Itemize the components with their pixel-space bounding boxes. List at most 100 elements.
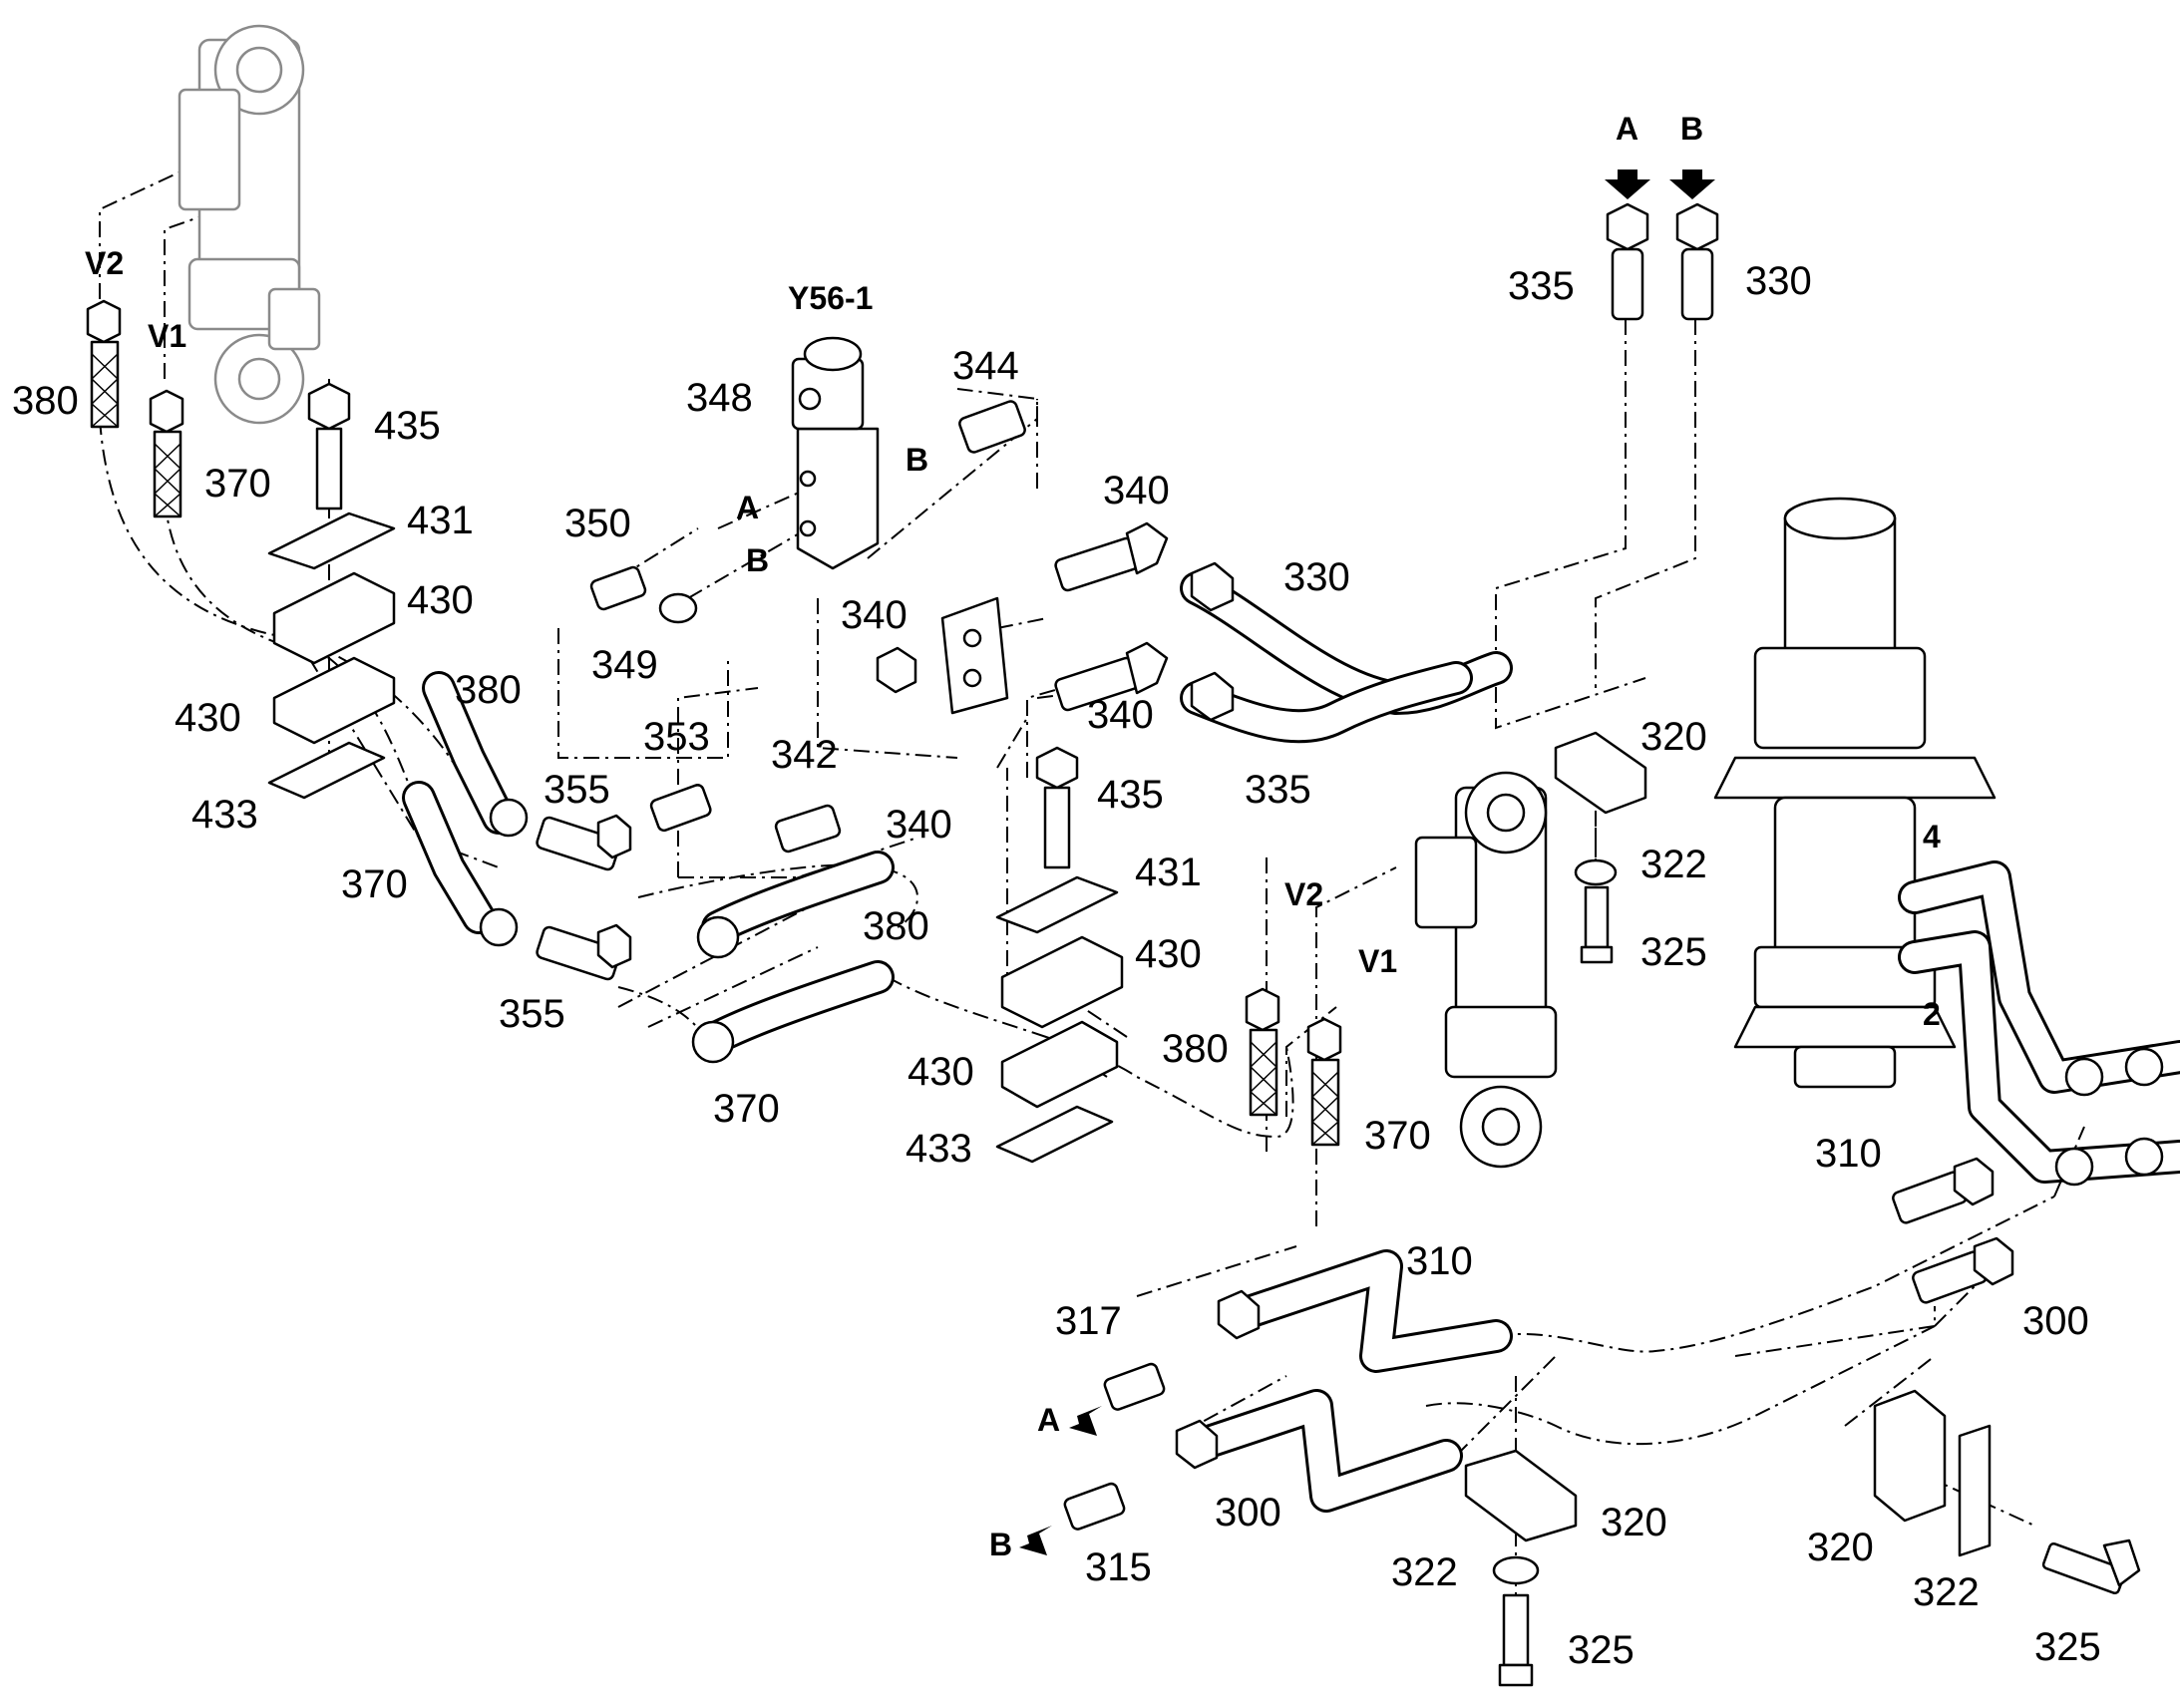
callout-310-bottom: 310 [1406,1239,1473,1283]
arrow-out-icon-a [1069,1406,1102,1436]
hose-370-lower [691,960,895,1064]
pipe-stub-335-top [1606,202,1649,321]
hose-fitting-370-right [1306,1017,1342,1147]
callout-340-lower: 340 [886,803,952,847]
callout-430-middle-lower: 430 [908,1050,974,1094]
arrow-down-icon-b [1669,170,1715,199]
tag-port-a-bottom: A [1037,1402,1060,1438]
callout-300-bottom: 300 [1215,1491,1281,1535]
pipe-335-upper [1180,661,1473,744]
callout-348: 348 [686,376,753,420]
clamp-320-bottom-right [1873,1389,1947,1523]
bolt-325-bottom-middle [1498,1593,1534,1687]
arrow-out-icon-b [1019,1526,1052,1555]
callout-430-middle-upper: 430 [1135,932,1202,976]
callout-380-lower-middle: 380 [863,904,929,948]
tag-valve-id: Y56-1 [788,280,873,316]
callout-435-middle: 435 [1097,773,1164,817]
bolt-325-upper [1580,885,1614,964]
callout-317: 317 [1055,1299,1122,1343]
tag-port-a-top: A [1616,111,1638,147]
callout-340-middle: 340 [1087,693,1154,737]
fitting-344 [958,400,1026,454]
tee-fitting-355-lower [536,923,632,981]
callout-335-top: 335 [1508,264,1575,308]
callout-325-upper: 325 [1640,930,1707,974]
callout-310-right: 310 [1815,1132,1882,1176]
fitting-317 [1103,1362,1166,1411]
tag-port-b-right: B [906,442,928,478]
callout-340-left: 340 [841,593,908,637]
callout-370-right: 370 [1364,1114,1431,1158]
callout-342: 342 [771,733,838,777]
callout-2: 2 [1923,996,1941,1032]
callout-433-middle: 433 [906,1127,972,1171]
plug-349 [658,592,698,624]
clamp-stack-middle [995,746,1124,1164]
callout-355-upper: 355 [544,768,610,812]
tag-port-a-valve: A [736,490,759,525]
washer-322-upper [1574,858,1618,886]
washer-322-bottom-middle [1492,1555,1540,1585]
callout-330-middle: 330 [1283,555,1350,599]
hose-fitting-380-right [1245,987,1280,1117]
callout-433-left: 433 [191,793,258,837]
tag-port-b-bottom: B [989,1527,1012,1562]
fitting-300-right [1912,1236,2014,1304]
solenoid-valve-y56-1 [791,336,880,570]
callout-431-left: 431 [407,499,474,542]
fitting-310-right [1892,1157,1995,1224]
callout-370-bottom-left: 370 [713,1087,780,1131]
callout-353: 353 [643,715,710,759]
hose-fitting-380-left [86,299,122,429]
tag-v2-left: V2 [85,245,124,281]
callout-380-right: 380 [1162,1027,1229,1071]
clamp-320-bottom-middle [1464,1449,1578,1542]
clamp-stack-left [267,382,396,800]
spacer-322-bottom-right [1958,1424,1992,1557]
port-tags: V2 V1 V2 V1 Y56-1 A B B A B A B [85,111,1703,1562]
callout-320-upper: 320 [1640,715,1707,759]
callout-430-left-upper: 430 [407,578,474,622]
callout-355-lower: 355 [499,992,565,1036]
callout-344: 344 [952,344,1019,388]
tee-fitting-355-upper [536,814,632,871]
arrow-down-icon-a [1605,170,1650,199]
callout-340-top: 340 [1103,469,1170,512]
hose-380-lower [696,851,895,959]
hydraulic-cylinder-middle-right [1414,771,1558,1169]
hose-fitting-370-left [149,389,184,518]
callout-350: 350 [564,502,631,545]
hose-370-middle [402,781,519,947]
fitting-315 [1063,1482,1126,1531]
callout-380-upper-left: 380 [12,379,79,423]
tag-v2-right: V2 [1284,876,1323,912]
pipe-310-bottom [1217,1249,1513,1373]
callout-300-right: 300 [2022,1299,2089,1343]
fitting-353 [649,784,712,833]
tag-port-b-top: B [1680,111,1703,147]
elbow-fitting-340-upper [1054,521,1169,592]
tag-v1-right: V1 [1358,943,1397,979]
callout-4: 4 [1923,819,1941,854]
fitting-350 [589,565,647,611]
callout-320-bottom-middle: 320 [1601,1501,1667,1544]
pipe-300-bottom [1175,1389,1463,1513]
tag-v1-left: V1 [148,318,186,354]
manifold-bracket [940,596,1009,715]
callout-349: 349 [591,643,658,687]
tag-port-b-valve: B [746,542,769,578]
callout-435-left: 435 [374,404,441,448]
elbow-fitting-340-bottom [774,804,842,854]
callout-370-upper-left: 370 [204,462,271,506]
callout-320-bottom-right: 320 [1807,1526,1874,1569]
pipe-stub-330-top [1675,202,1719,321]
pipe-pair-right [1898,860,2180,1187]
callout-430-left-lower: 430 [175,696,241,740]
rotary-union-assembly [1713,497,1997,1089]
hydraulic-cylinder-upper-left [178,24,321,425]
callout-370-middle-left: 370 [341,862,408,906]
callout-322-upper: 322 [1640,843,1707,886]
callout-325-bottom-right: 325 [2034,1625,2101,1669]
